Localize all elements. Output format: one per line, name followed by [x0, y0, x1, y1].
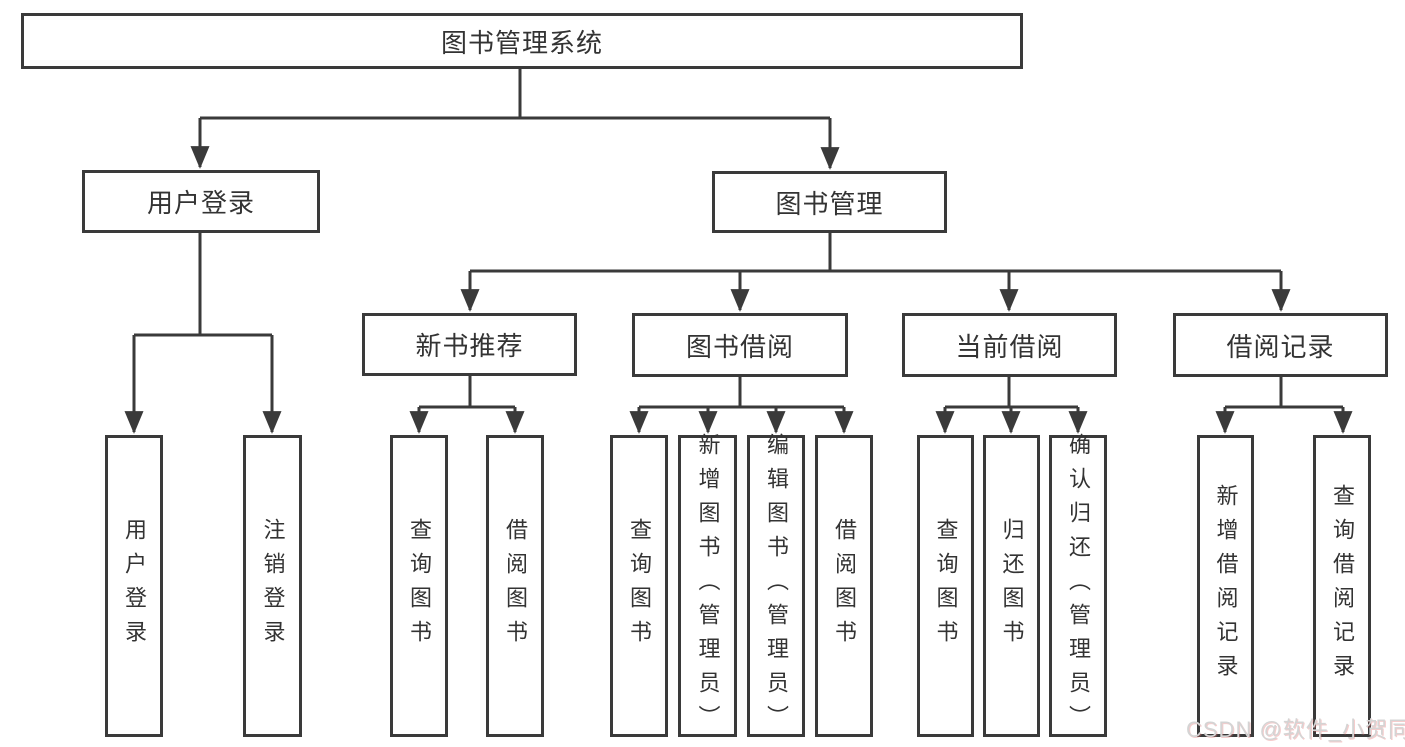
node-user-login-label: 用户登录: [146, 188, 255, 218]
node-borrow-record: 借阅记录: [1173, 313, 1388, 377]
leaf-borrow-book-2-label: 借阅图书: [832, 518, 857, 654]
leaf-return-book: 归还图书: [983, 435, 1040, 737]
node-book-borrow: 图书借阅: [632, 313, 848, 377]
node-new-book-recommend: 新书推荐: [362, 313, 577, 376]
node-borrow-record-label: 借阅记录: [1226, 331, 1335, 362]
edge-book-mgmt-trunk: [470, 233, 1281, 273]
leaf-confirm-return-admin-label: 确认归还（管理员）: [1066, 433, 1091, 739]
node-root-system: 图书管理系统: [21, 13, 1023, 69]
leaf-logout-label: 注销登录: [260, 518, 286, 654]
leaf-borrow-book-1: 借阅图书: [486, 435, 544, 737]
edge-borrow-record-trunk: [1225, 377, 1343, 409]
edge-current-borrow-trunk: [945, 377, 1078, 409]
leaf-add-book-admin: 新增图书（管理员）: [678, 433, 737, 739]
edge-new-book-rec-trunk: [419, 376, 515, 409]
node-book-management: 图书管理: [712, 171, 947, 233]
leaf-query-book-1: 查询图书: [390, 435, 448, 737]
leaf-edit-book-admin: 编辑图书（管理员）: [747, 433, 805, 739]
leaf-query-book-1-label: 查询图书: [407, 518, 432, 654]
leaf-user-login-label: 用户登录: [122, 518, 147, 654]
leaf-query-book-3-label: 查询图书: [933, 518, 959, 654]
leaf-query-book-2: 查询图书: [610, 435, 668, 737]
node-user-login: 用户登录: [82, 170, 320, 233]
node-new-book-recommend-label: 新书推荐: [415, 331, 524, 361]
edge-book-borrow-trunk: [639, 377, 844, 409]
leaf-query-book-3: 查询图书: [917, 435, 974, 737]
leaf-query-book-2-label: 查询图书: [627, 518, 652, 654]
node-root-system-label: 图书管理系统: [440, 27, 603, 58]
leaf-add-book-admin-label: 新增图书（管理员）: [695, 433, 721, 739]
leaf-borrow-book-2: 借阅图书: [815, 435, 873, 737]
leaf-add-borrow-record: 新增借阅记录: [1197, 435, 1254, 737]
leaf-user-login: 用户登录: [105, 435, 163, 737]
node-current-borrow: 当前借阅: [902, 313, 1117, 377]
edge-user-login-trunk: [134, 233, 272, 337]
leaf-borrow-book-1-label: 借阅图书: [503, 518, 528, 654]
node-book-management-label: 图书管理: [775, 188, 884, 219]
node-book-borrow-label: 图书借阅: [685, 331, 794, 362]
leaf-query-borrow-record: 查询借阅记录: [1313, 435, 1371, 737]
leaf-query-borrow-record-label: 查询借阅记录: [1330, 484, 1355, 688]
csdn-watermark: CSDN @软件_小贺同学: [1186, 717, 1405, 742]
edge-root-trunk: [200, 69, 830, 120]
leaf-return-book-label: 归还图书: [999, 518, 1025, 654]
leaf-add-borrow-record-label: 新增借阅记录: [1213, 484, 1239, 688]
leaf-confirm-return-admin: 确认归还（管理员）: [1049, 433, 1107, 739]
leaf-edit-book-admin-label: 编辑图书（管理员）: [764, 433, 789, 739]
leaf-logout: 注销登录: [243, 435, 302, 737]
node-current-borrow-label: 当前借阅: [955, 331, 1064, 362]
